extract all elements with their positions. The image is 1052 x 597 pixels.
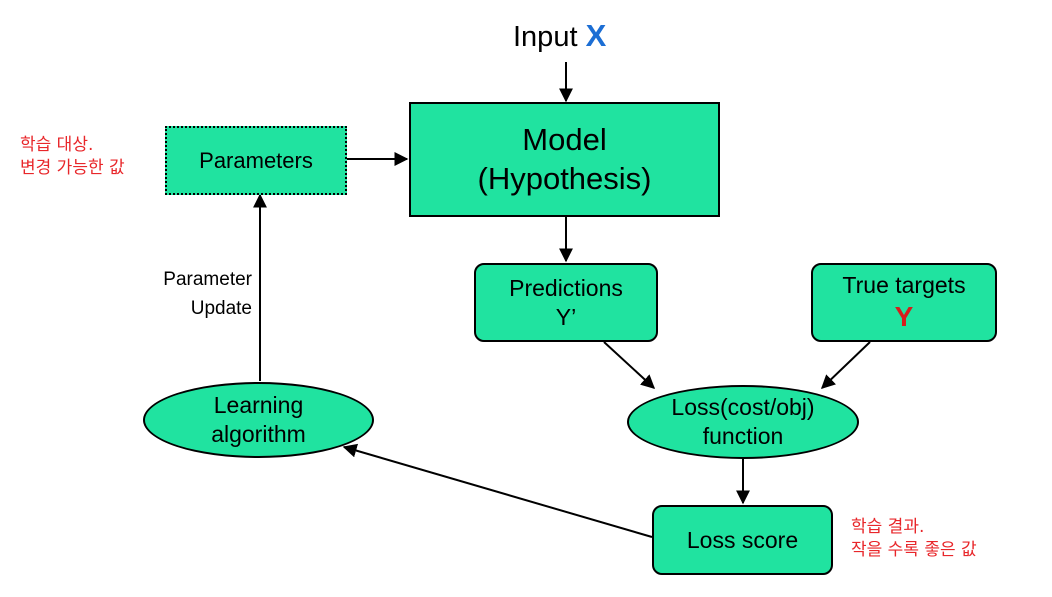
parameters-note-line2: 변경 가능한 값 [20, 157, 125, 178]
input-variable-x: X [585, 18, 607, 53]
model-title: Model [522, 121, 607, 157]
parameters-box: Parameters [165, 126, 347, 195]
parameter-update-line1: Parameter [163, 269, 252, 290]
predictions-box: Predictions Y’ [474, 263, 658, 342]
learning-algorithm-line1: Learning [213, 392, 304, 419]
loss-function-line1: Loss(cost/obj) [671, 394, 815, 421]
input-text: Input [513, 21, 578, 53]
loss-score-note: 학습 결과. 작을 수록 좋은 값 [851, 516, 977, 562]
parameters-note: 학습 대상. 변경 가능한 값 [20, 134, 125, 180]
loss-score-note-line2: 작을 수록 좋은 값 [851, 539, 977, 560]
model-subtitle: (Hypothesis) [477, 160, 652, 196]
arrow-true-targets-to-loss-function [820, 341, 871, 389]
loss-function-ellipse: Loss(cost/obj) function [627, 385, 859, 459]
input-label: Input X [513, 18, 606, 54]
arrow-loss-score-to-learning-algorithm [342, 443, 653, 538]
predictions-variable: Y’ [555, 303, 577, 330]
loss-score-box: Loss score [652, 505, 833, 575]
parameters-label: Parameters [199, 147, 313, 173]
learning-algorithm-line2: algorithm [211, 421, 306, 447]
true-targets-variable-y: Y [894, 301, 914, 333]
arrow-predictions-to-loss-function [603, 341, 656, 389]
predictions-label: Predictions [509, 274, 623, 301]
learning-algorithm-ellipse: Learning algorithm [143, 382, 374, 458]
parameter-update-label: Parameter Update [134, 265, 252, 324]
loss-function-line2: function [702, 423, 784, 449]
parameters-note-line1: 학습 대상. [20, 135, 94, 155]
true-targets-box: True targets Y [811, 263, 997, 342]
model-box: Model (Hypothesis) [409, 102, 720, 217]
parameter-update-line2: Update [190, 298, 252, 320]
loss-score-label: Loss score [686, 526, 799, 553]
true-targets-label: True targets [842, 271, 966, 298]
loss-score-note-line1: 학습 결과. [851, 517, 925, 537]
